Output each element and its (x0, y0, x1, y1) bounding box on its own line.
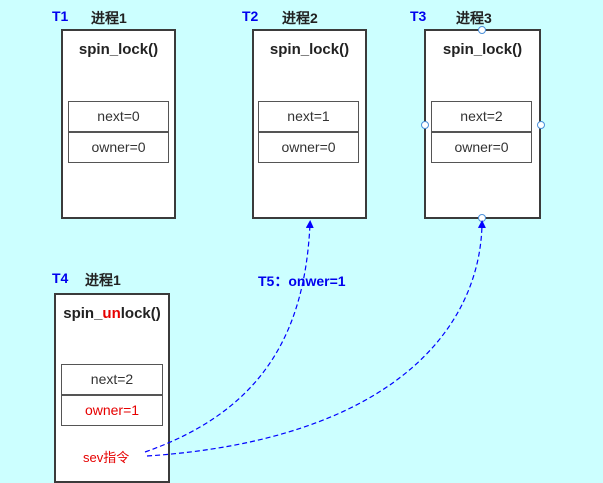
t1-process-label: 进程1 (91, 10, 127, 26)
t4-process-box: spin_unlock() next=2 owner=1 (54, 293, 170, 483)
t5-label: T5：onwer=1 (258, 273, 346, 289)
t4-func-highlight: un (102, 305, 121, 322)
t2-time-label: T2 (242, 8, 259, 24)
t3-right-resize-handle[interactable] (537, 121, 545, 129)
t1-owner-cell: owner=0 (68, 132, 169, 163)
t1-time-label: T1 (52, 8, 69, 24)
t2-owner-cell: owner=0 (258, 132, 359, 163)
t1-next-cell: next=0 (68, 101, 169, 132)
t2-function-name: spin_lock() (269, 41, 350, 58)
t4-process-label: 进程1 (85, 272, 121, 288)
t3-next-cell: next=2 (431, 101, 532, 132)
t3-owner-cell: owner=0 (431, 132, 532, 163)
t4-func-prefix: spin_ (63, 305, 103, 322)
t4-owner-cell: owner=1 (61, 395, 163, 426)
t2-process-box: spin_lock() next=1 owner=0 (252, 29, 367, 219)
t2-next-cell: next=1 (258, 101, 359, 132)
arrow-to-process3 (146, 220, 486, 457)
wakeup-arrows (144, 220, 486, 457)
t3-function-name: spin_lock() (442, 41, 523, 58)
t3-time-label: T3 (410, 8, 427, 24)
sev-instruction-label: sev指令 (83, 450, 130, 465)
arrow-to-process2 (144, 220, 314, 453)
t3-top-resize-handle[interactable] (478, 26, 486, 34)
t4-function-name: spin_unlock() (56, 305, 168, 322)
t4-func-suffix: lock() (120, 305, 161, 322)
t4-next-cell: next=2 (61, 364, 163, 395)
t1-process-box: spin_lock() next=0 owner=0 (61, 29, 176, 219)
t3-left-resize-handle[interactable] (421, 121, 429, 129)
t2-process-label: 进程2 (282, 10, 318, 26)
t4-time-label: T4 (52, 270, 69, 286)
t1-function-name: spin_lock() (78, 41, 159, 58)
t3-process-label: 进程3 (456, 10, 492, 26)
